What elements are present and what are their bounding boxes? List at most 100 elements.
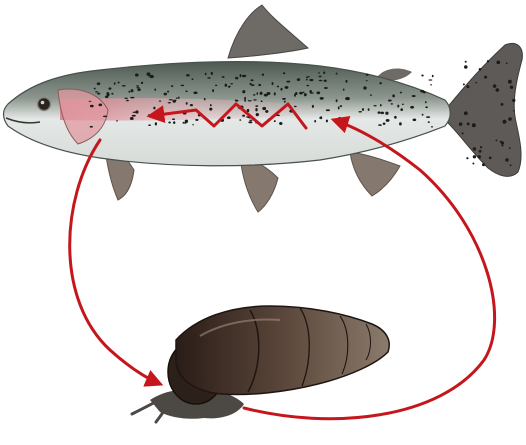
fish-spot bbox=[192, 124, 194, 125]
fish-spot bbox=[432, 75, 434, 78]
fish-spot bbox=[294, 93, 296, 96]
fish-spot bbox=[394, 116, 397, 119]
fish-spot bbox=[319, 76, 322, 78]
fish-spot bbox=[262, 74, 264, 76]
tail-spot bbox=[472, 163, 474, 165]
fish-spot bbox=[255, 108, 257, 111]
fish-spot bbox=[95, 91, 98, 92]
tail-spot bbox=[459, 122, 463, 126]
fish-spot bbox=[272, 82, 274, 85]
fish-spot bbox=[141, 82, 143, 84]
fish-spot bbox=[306, 76, 308, 78]
fish-spot bbox=[386, 119, 390, 122]
fish-spot bbox=[326, 109, 330, 111]
fish-spot bbox=[230, 83, 233, 84]
tail-spot bbox=[489, 157, 492, 160]
fish-spot bbox=[190, 104, 193, 106]
tail-spot bbox=[464, 65, 468, 69]
fish-spot bbox=[358, 111, 362, 113]
fish-spot bbox=[324, 87, 328, 89]
fish-spot bbox=[135, 73, 139, 76]
fish-spot bbox=[137, 88, 140, 91]
fish-spot bbox=[204, 98, 206, 101]
fish-spot bbox=[240, 74, 242, 77]
fish-eye bbox=[38, 98, 51, 111]
fish-spot bbox=[422, 114, 424, 116]
tail-spot bbox=[513, 110, 515, 112]
fish-spot bbox=[89, 101, 92, 102]
fish-spot bbox=[147, 72, 151, 75]
fish-spot bbox=[251, 79, 254, 81]
fish-spot bbox=[320, 97, 324, 100]
tail-spot bbox=[503, 120, 507, 124]
fish-spot bbox=[285, 86, 289, 89]
fish-spot bbox=[336, 99, 338, 102]
fish-spot bbox=[283, 72, 286, 74]
tail-spot bbox=[472, 123, 476, 127]
tail-spot bbox=[478, 155, 481, 158]
fish-spot bbox=[173, 121, 175, 124]
fish-spot bbox=[399, 122, 402, 125]
fish-spot bbox=[253, 94, 256, 96]
fish-spot bbox=[258, 84, 261, 86]
tail-spot bbox=[493, 84, 496, 87]
fish-spot bbox=[362, 108, 364, 111]
fish-spot bbox=[225, 84, 227, 87]
fish-spot bbox=[346, 120, 348, 123]
fish-spot bbox=[299, 92, 303, 95]
fish-spot bbox=[192, 78, 194, 80]
tail-spot bbox=[496, 60, 500, 64]
fish-spot bbox=[227, 116, 231, 119]
fish-spot bbox=[124, 98, 128, 99]
fish-spot bbox=[319, 80, 323, 82]
fish-spot bbox=[148, 124, 151, 126]
fish-spot bbox=[400, 92, 402, 94]
fish-spot bbox=[346, 97, 350, 100]
fish-spot bbox=[379, 82, 382, 84]
tail-spot bbox=[473, 155, 476, 158]
fish-spot bbox=[103, 116, 107, 117]
tail-spot bbox=[501, 103, 504, 106]
fish-spot bbox=[228, 86, 231, 87]
fish-spot bbox=[132, 115, 136, 117]
fish-spot bbox=[94, 88, 96, 90]
fish-spot bbox=[428, 79, 432, 80]
fish-spot bbox=[363, 86, 366, 89]
fish-spot bbox=[319, 117, 321, 119]
fish-spot bbox=[428, 121, 430, 123]
fish-spot bbox=[324, 80, 327, 82]
fish-spot bbox=[90, 126, 93, 128]
fish-spot bbox=[242, 115, 245, 117]
anal-fin bbox=[350, 152, 400, 196]
fish-spot bbox=[343, 88, 345, 90]
fish-spot bbox=[153, 107, 155, 110]
fish-spot bbox=[211, 72, 213, 75]
fish-spot bbox=[400, 108, 403, 111]
fish-spot bbox=[242, 90, 245, 93]
fish-spot bbox=[249, 120, 252, 121]
fish-spot bbox=[402, 104, 404, 106]
fish-spot bbox=[340, 105, 342, 107]
fish-spot bbox=[388, 99, 392, 101]
fish-spot bbox=[286, 81, 290, 83]
fish-spot bbox=[209, 108, 212, 111]
fish-spot bbox=[326, 119, 328, 122]
tail-spot bbox=[487, 60, 489, 62]
fish-spot bbox=[297, 78, 301, 81]
fish-spot bbox=[185, 91, 188, 93]
fish-spot bbox=[242, 75, 246, 77]
fish-spot bbox=[181, 85, 185, 87]
fish-spot bbox=[195, 119, 198, 121]
fish-spot bbox=[155, 122, 157, 125]
fish-spot bbox=[294, 106, 297, 107]
fish-spot bbox=[378, 124, 382, 126]
fish-spot bbox=[304, 93, 307, 96]
fish-spot bbox=[244, 99, 246, 102]
fish-spot bbox=[172, 100, 176, 102]
fish-spot bbox=[248, 100, 252, 101]
snail bbox=[132, 306, 389, 422]
fish-spot bbox=[164, 93, 168, 96]
fish-spot bbox=[383, 123, 386, 125]
tail-spot bbox=[464, 111, 468, 115]
